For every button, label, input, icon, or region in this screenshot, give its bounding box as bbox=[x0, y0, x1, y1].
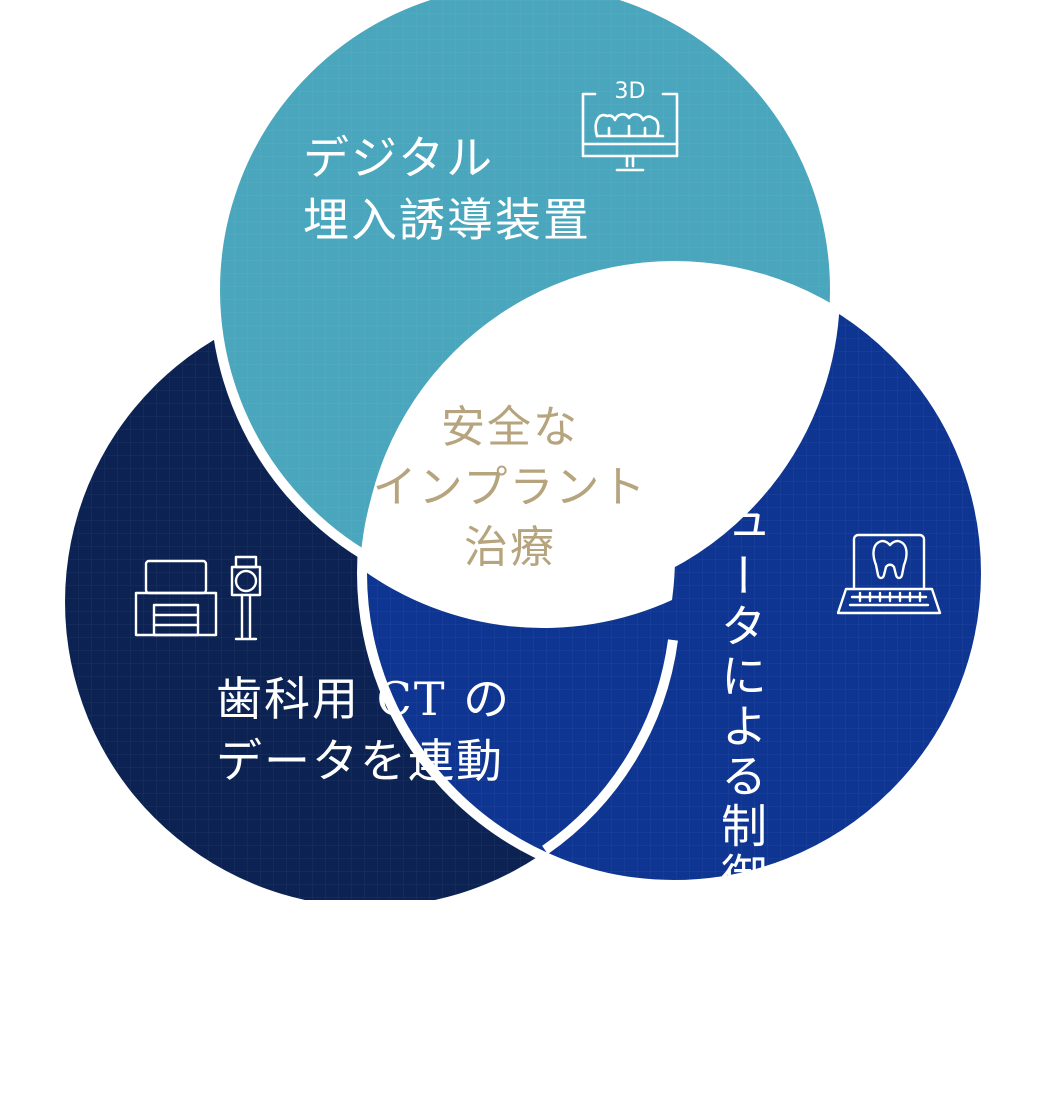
circle-right-label: コンピュータによる制御システム bbox=[708, 352, 774, 1102]
circle-top-line-1: デジタル bbox=[303, 131, 495, 185]
circle-right-line-2: 制御システム bbox=[714, 802, 768, 1102]
center-line-3: 治療 bbox=[464, 522, 556, 573]
svg-text:3D: 3D bbox=[615, 79, 646, 104]
circle-top-line-2: 埋入誘導装置 bbox=[303, 193, 591, 247]
3d-monitor-teeth-icon: 3D bbox=[581, 79, 679, 172]
center-line-1: 安全な bbox=[441, 402, 579, 453]
venn-graphic: 3D bbox=[65, 0, 986, 907]
center-label: 安全な インプラント 治療 bbox=[360, 398, 660, 578]
circle-right-line-1: コンピュータによる bbox=[714, 352, 768, 802]
circle-bottom-left-line-1: 歯科用 CT の bbox=[216, 672, 512, 726]
laptop-tooth-icon bbox=[836, 533, 942, 615]
circle-bottom-left-label: 歯科用 CT の データを連動 bbox=[216, 668, 511, 792]
center-line-2: インプラント bbox=[372, 462, 648, 513]
circle-top-label: デジタル 埋入誘導装置 bbox=[303, 127, 591, 251]
circle-bottom-left-line-2: データを連動 bbox=[216, 734, 504, 788]
ct-scanner-icon bbox=[134, 555, 262, 641]
venn-diagram: 3D デジタル 埋入誘導装置 コンピュータによる制御システム bbox=[65, 0, 986, 907]
